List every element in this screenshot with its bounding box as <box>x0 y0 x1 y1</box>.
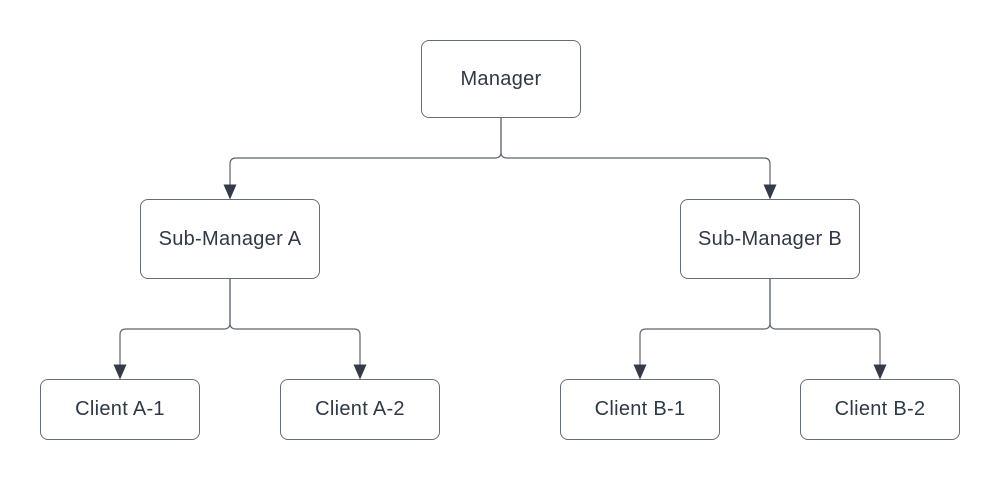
node-sub-manager-b: Sub-Manager B <box>680 199 860 279</box>
connector-sub-manager-b-to-client-b-1 <box>639 279 771 365</box>
connector-sub-manager-a-to-client-a-1 <box>119 279 231 365</box>
node-sub-manager-b-label: Sub-Manager B <box>698 227 842 250</box>
arrowhead-client-b-2-icon <box>873 364 887 380</box>
node-sub-manager-a: Sub-Manager A <box>140 199 320 279</box>
arrowhead-client-a-1-icon <box>113 364 127 380</box>
node-client-b-2-label: Client B-2 <box>834 398 926 420</box>
arrowhead-client-b-1-icon <box>633 364 647 380</box>
connector-manager-to-sub-manager-a <box>229 118 502 185</box>
node-client-a-2-label: Client A-2 <box>315 398 405 420</box>
node-sub-manager-a-label: Sub-Manager A <box>158 227 302 250</box>
node-client-a-1: Client A-1 <box>40 379 200 440</box>
node-client-b-1-label: Client B-1 <box>594 398 686 420</box>
node-client-b-2: Client B-2 <box>800 379 960 440</box>
connector-manager-to-sub-manager-b <box>500 118 771 185</box>
connector-sub-manager-a-to-client-a-2 <box>229 279 361 365</box>
connector-sub-manager-b-to-client-b-2 <box>769 279 881 365</box>
node-manager-label: Manager <box>460 67 542 90</box>
node-client-b-1: Client B-1 <box>560 379 720 440</box>
arrowhead-client-a-2-icon <box>353 364 367 380</box>
arrowhead-sub-manager-b-icon <box>763 184 777 200</box>
node-client-a-1-label: Client A-1 <box>75 398 165 420</box>
node-manager: Manager <box>421 40 581 118</box>
node-client-a-2: Client A-2 <box>280 379 440 440</box>
arrowhead-sub-manager-a-icon <box>223 184 237 200</box>
